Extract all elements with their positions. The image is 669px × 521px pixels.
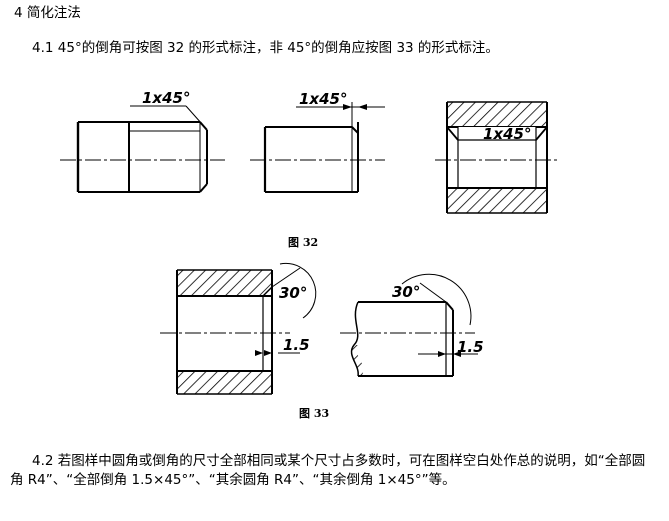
fig32-dim-c: 1x45° <box>483 125 532 143</box>
fig32-shaft-left <box>60 105 225 193</box>
figure-33-caption: 图 33 <box>299 407 330 420</box>
figure-32-caption: 图 32 <box>288 236 319 249</box>
fig32-dim-b: 1x45° <box>299 90 348 108</box>
fig32-shaft-mid <box>250 102 385 193</box>
fig33-shaft <box>340 273 478 377</box>
paragraph-4-1: 4.1 45°的倒角可按图 32 的形式标注，非 45°的倒角应按图 33 的形… <box>32 40 499 56</box>
fig32-dim-a: 1x45° <box>142 89 191 107</box>
section-title: 4 简化注法 <box>14 5 81 21</box>
fig33-length-a: 1.5 <box>283 336 310 354</box>
fig33-angle-a: 30° <box>279 284 307 302</box>
fig33-bore <box>160 262 317 395</box>
fig33-length-b: 1.5 <box>457 338 484 356</box>
paragraph-4-2: 4.2 若图样中圆角或倒角的尺寸全部相同或某个尺寸占多数时，可在图样空白处作总的… <box>10 453 646 488</box>
fig33-angle-b: 30° <box>392 283 420 301</box>
fig32-bore <box>435 101 560 214</box>
